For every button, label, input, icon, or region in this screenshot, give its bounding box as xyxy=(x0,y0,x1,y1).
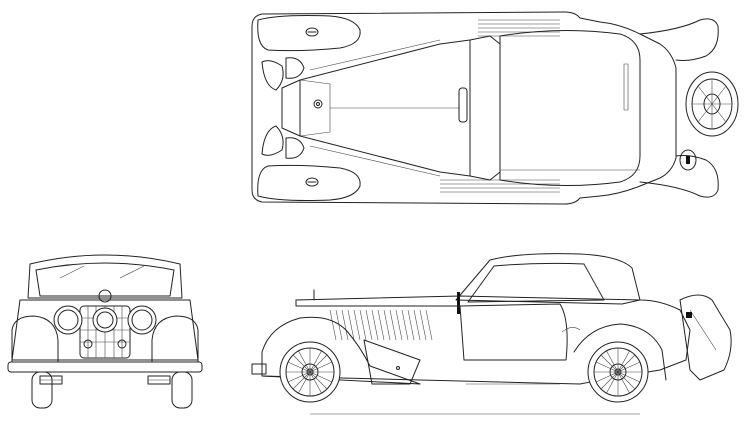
side-front-wheel xyxy=(279,341,341,403)
top-spare-wheel xyxy=(685,71,739,137)
top-rear-fender-upper xyxy=(639,18,719,61)
side-front-bumper xyxy=(251,363,267,375)
side-window xyxy=(467,262,605,303)
top-hood-vents-upper xyxy=(478,19,560,37)
side-hood-louvres xyxy=(329,309,433,341)
side-rear-fender xyxy=(573,323,667,381)
side-body-line xyxy=(295,295,691,361)
top-roof xyxy=(499,29,641,187)
side-roof xyxy=(455,253,641,305)
side-spare-trunk xyxy=(679,294,732,381)
top-mirror xyxy=(458,87,468,123)
side-door xyxy=(459,303,568,361)
top-body-outline xyxy=(251,11,677,205)
front-roof xyxy=(27,254,183,299)
front-view xyxy=(7,254,203,409)
front-tire-left xyxy=(31,371,53,409)
top-front-fender-right xyxy=(257,164,361,201)
side-front-fender xyxy=(261,316,421,385)
top-rear-lamp xyxy=(679,149,697,171)
front-tire-right xyxy=(171,371,193,409)
top-view xyxy=(251,11,739,205)
top-headlamp-right xyxy=(285,137,305,159)
side-rear-wheel xyxy=(587,341,649,403)
side-hood xyxy=(295,299,461,307)
top-headlamp-left xyxy=(285,57,305,79)
top-windshield xyxy=(469,35,501,181)
front-bumper xyxy=(7,361,203,373)
side-running-board xyxy=(363,339,421,385)
front-fender-right xyxy=(151,315,199,363)
front-windshield xyxy=(35,262,175,297)
front-emblem xyxy=(98,289,112,303)
side-view xyxy=(251,253,732,415)
top-front-fender-left xyxy=(257,15,361,52)
front-fender-left xyxy=(11,315,59,363)
top-grille xyxy=(281,79,301,137)
top-hood-vents-lower xyxy=(440,179,560,193)
top-rear-fender-lower xyxy=(639,155,719,198)
